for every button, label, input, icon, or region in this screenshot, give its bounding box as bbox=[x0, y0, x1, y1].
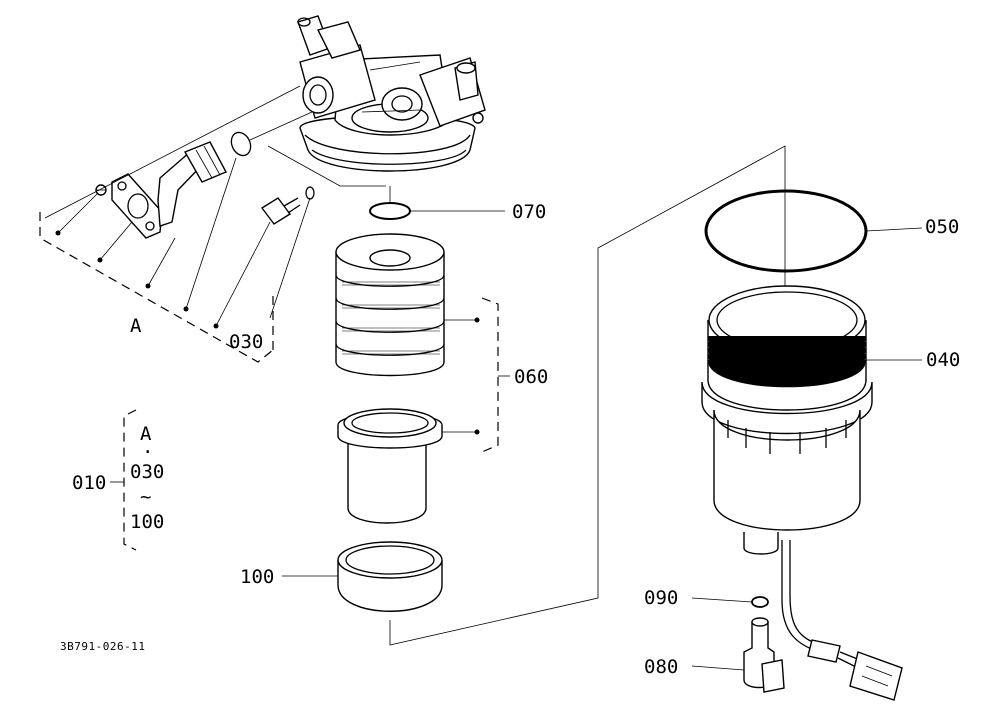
label-100: 100 bbox=[240, 566, 274, 588]
filter-element-060 bbox=[335, 233, 445, 377]
legend-100: 100 bbox=[130, 511, 164, 533]
label-050: 050 bbox=[925, 216, 959, 238]
label-030: 030 bbox=[229, 331, 263, 353]
label-010: 010 bbox=[72, 472, 106, 494]
label-090: 090 bbox=[644, 587, 678, 609]
legend-030: 030 bbox=[130, 461, 164, 483]
group-bracket-010 bbox=[110, 409, 137, 551]
ring-100 bbox=[282, 541, 443, 612]
filter-head bbox=[297, 15, 486, 172]
sub-assembly-a bbox=[39, 85, 386, 363]
legend-a: A bbox=[140, 423, 152, 445]
o-ring-050 bbox=[704, 189, 923, 273]
legend-tilde: ~ bbox=[140, 486, 151, 508]
label-080: 080 bbox=[644, 656, 678, 678]
label-070: 070 bbox=[512, 201, 546, 223]
drain-parts bbox=[691, 596, 785, 693]
bracket-060 bbox=[442, 297, 510, 453]
drawing-id: 3B791-026-11 bbox=[60, 640, 145, 653]
bowl-040 bbox=[701, 285, 922, 701]
label-a: A bbox=[130, 315, 142, 337]
inner-cup bbox=[337, 408, 443, 524]
label-060: 060 bbox=[514, 366, 548, 388]
legend-dot: · bbox=[142, 441, 153, 463]
o-ring-070 bbox=[369, 186, 505, 220]
center-line bbox=[389, 145, 786, 646]
label-040: 040 bbox=[926, 349, 960, 371]
